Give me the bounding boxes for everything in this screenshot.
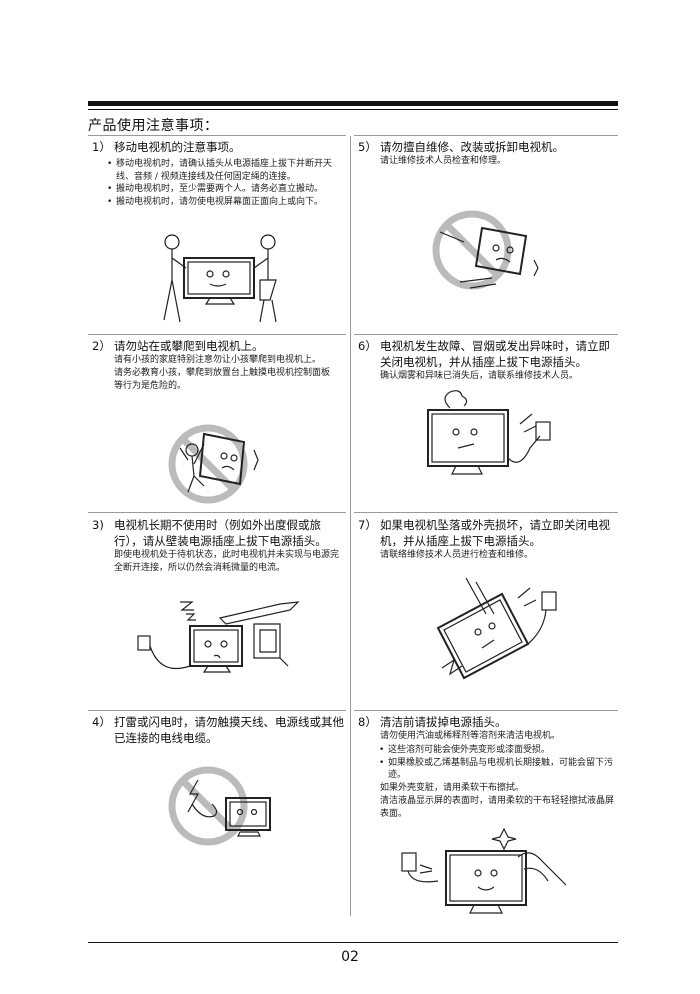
list-item: 这些溶剂可能会使外壳变形或漆面受损。 <box>378 744 618 757</box>
section-heading: 电视机长期不使用时（例如外出度假或旅行），请从壁装电源插座上拔下电源插头。 <box>114 518 327 548</box>
list-item: 搬动电视机时，请勿使电视屏幕面正面向上或向下。 <box>106 196 346 209</box>
list-item: 如果橡胶或乙烯基制品与电视机长期接触，可能会留下污迹。 <box>378 757 618 782</box>
section-body: 即使电视机处于待机状态，此时电视机并未实现与电源完全断开连接，所以仍然会消耗微量… <box>114 549 340 575</box>
footer-rule <box>88 942 618 943</box>
section-number: 5） <box>358 140 377 154</box>
bullet-list: 移动电视机时，请确认插头从电源插座上拔下并断开天线、音频 / 视频连接线及任何固… <box>106 158 346 208</box>
section-rule <box>354 710 618 711</box>
section-rule <box>354 135 618 136</box>
section-body: 请让维修技术人员检查和修理。 <box>380 155 618 168</box>
section-heading: 移动电视机的注意事项。 <box>114 140 241 154</box>
section-number: 2） <box>92 339 111 353</box>
section-7: 7） 如果电视机坠落或外壳损坏，请立即关闭电视机，并从插座上拔下电源插头。 请联… <box>358 517 618 562</box>
section-rule <box>88 334 346 335</box>
body-text: 请勿使用汽油或稀释剂等溶剂来清洁电视机。 <box>380 731 561 741</box>
section-title: 2） 请勿站在或攀爬到电视机上。 <box>92 338 346 354</box>
no-disassembly-icon <box>430 200 550 304</box>
no-touch-during-lightning-icon <box>168 760 278 854</box>
section-title: 4） 打雷或闪电时，请勿触摸天线、电源线或其他已连接的电线电缆。 <box>92 714 346 746</box>
page-title: 产品使用注意事项： <box>88 118 219 134</box>
body-text: 确认烟雾和异味已消失后，请联系维修技术人员。 <box>380 371 579 381</box>
two-people-carrying-tv-icon <box>150 230 290 334</box>
fallen-tv-icon <box>432 574 572 688</box>
section-title: 1） 移动电视机的注意事项。 <box>92 139 346 155</box>
body-text: 请让维修技术人员检查和修理。 <box>380 156 507 166</box>
section-body: 请勿使用汽油或稀释剂等溶剂来清洁电视机。 <box>380 730 618 743</box>
no-child-climbing-icon <box>168 420 268 514</box>
section-title: 5） 请勿擅自维修、改装或拆卸电视机。 <box>358 139 618 155</box>
section-number: 1） <box>92 140 111 154</box>
body-text: 即使电视机处于待机状态，此时电视机并未实现与电源完全断开连接，所以仍然会消耗微量… <box>114 550 340 573</box>
section-rule <box>88 710 346 711</box>
section-2: 2） 请勿站在或攀爬到电视机上。 请有小孩的家庭特别注意勿让小孩攀爬到电视机上。… <box>92 338 346 393</box>
section-8: 8） 清洁前请拔掉电源插头。 请勿使用汽油或稀释剂等溶剂来清洁电视机。 这些溶剂… <box>358 714 618 821</box>
section-body: 确认烟雾和异味已消失后，请联系维修技术人员。 <box>380 370 618 383</box>
section-rule <box>88 135 346 136</box>
section-rule <box>88 512 346 513</box>
list-item: 搬动电视机时，至少需要两个人。请务必直立搬动。 <box>106 183 346 196</box>
section-4: 4） 打雷或闪电时，请勿触摸天线、电源线或其他已连接的电线电缆。 <box>92 714 346 746</box>
section-6: 6） 电视机发生故障、冒烟或发出异味时，请立即关闭电视机，并从插座上拔下电源插头… <box>358 338 618 383</box>
section-body: 如果外壳变脏，请用柔软干布擦拭。 清洁液晶显示屏的表面时，请用柔软的干布轻轻擦拭… <box>380 782 618 821</box>
body-text: 请有小孩的家庭特别注意勿让小孩攀爬到电视机上。 <box>114 355 322 365</box>
body-text: 请务必教育小孩，攀爬到放置台上触摸电视机控制面板等行为是危险的。 <box>114 368 331 391</box>
section-heading: 打雷或闪电时，请勿触摸天线、电源线或其他已连接的电线电缆。 <box>114 715 344 745</box>
section-3: 3) 电视机长期不使用时（例如外出度假或旅行），请从壁装电源插座上拔下电源插头。… <box>92 517 346 575</box>
list-item: 移动电视机时，请确认插头从电源插座上拔下并断开天线、音频 / 视频连接线及任何固… <box>106 158 346 183</box>
section-body: 请联络维修技术人员进行检查和维修。 <box>380 549 618 562</box>
section-title: 3) 电视机长期不使用时（例如外出度假或旅行），请从壁装电源插座上拔下电源插头。 <box>92 517 346 549</box>
body-text: 清洁液晶显示屏的表面时，请用柔软的干布轻轻擦拭液晶屏表面。 <box>380 795 615 819</box>
body-text: 如果外壳变脏，请用柔软干布擦拭。 <box>380 782 525 793</box>
section-heading: 电视机发生故障、冒烟或发出异味时，请立即关闭电视机，并从插座上拔下电源插头。 <box>380 339 610 369</box>
section-number: 6） <box>358 339 377 353</box>
cleaning-tv-icon <box>398 825 568 924</box>
column-divider <box>350 136 351 916</box>
section-body: 请有小孩的家庭特别注意勿让小孩攀爬到电视机上。 请务必教育小孩，攀爬到放置台上触… <box>114 354 338 393</box>
section-number: 8） <box>358 715 377 729</box>
body-text: 请联络维修技术人员进行检查和维修。 <box>380 550 534 560</box>
vacation-unplug-icon <box>130 596 300 690</box>
section-number: 4） <box>92 715 111 729</box>
section-5: 5） 请勿擅自维修、改装或拆卸电视机。 请让维修技术人员检查和修理。 <box>358 139 618 168</box>
section-rule <box>354 512 618 513</box>
section-heading: 如果电视机坠落或外壳损坏，请立即关闭电视机，并从插座上拔下电源插头。 <box>380 518 610 548</box>
header-rule-thin <box>88 109 618 110</box>
section-title: 8） 清洁前请拔掉电源插头。 <box>358 714 618 730</box>
section-number: 3) <box>92 518 104 532</box>
section-heading: 请勿擅自维修、改装或拆卸电视机。 <box>380 140 564 154</box>
section-title: 6） 电视机发生故障、冒烟或发出异味时，请立即关闭电视机，并从插座上拔下电源插头… <box>358 338 618 370</box>
page-number: 02 <box>341 949 359 965</box>
section-number: 7） <box>358 518 377 532</box>
section-title: 7） 如果电视机坠落或外壳损坏，请立即关闭电视机，并从插座上拔下电源插头。 <box>358 517 618 549</box>
bullet-list: 这些溶剂可能会使外壳变形或漆面受损。 如果橡胶或乙烯基制品与电视机长期接触，可能… <box>378 744 618 782</box>
header-rule-thick <box>88 101 618 106</box>
section-rule <box>354 334 618 335</box>
section-heading: 请勿站在或攀爬到电视机上。 <box>114 339 264 353</box>
section-1: 1） 移动电视机的注意事项。 移动电视机时，请确认插头从电源插座上拔下并断开天线… <box>92 139 346 208</box>
smoking-tv-unplug-icon <box>420 388 560 487</box>
section-heading: 清洁前请拔掉电源插头。 <box>380 715 507 729</box>
